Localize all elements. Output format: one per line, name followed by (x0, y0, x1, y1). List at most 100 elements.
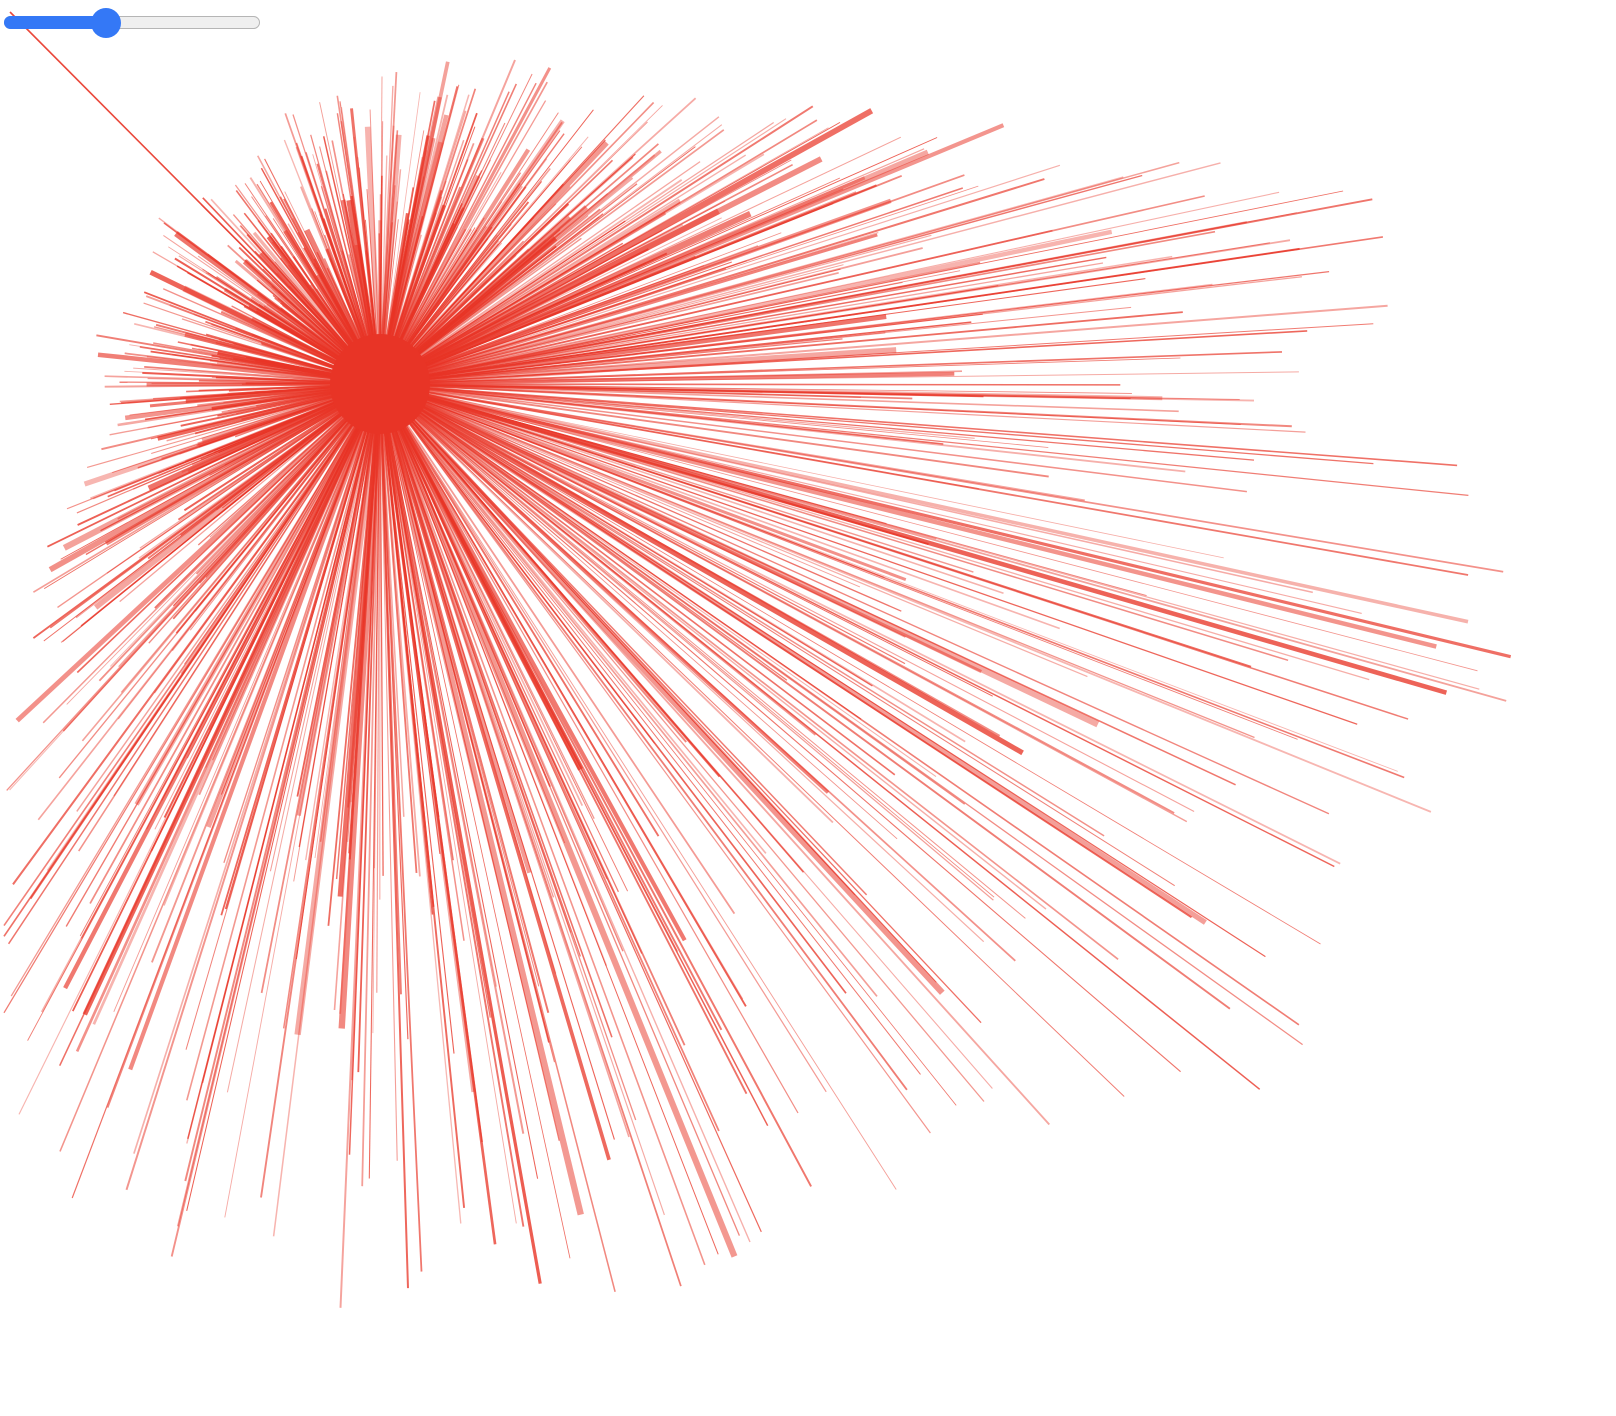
ray-line (379, 383, 957, 1106)
ray-line (379, 136, 902, 385)
slider-fill (4, 16, 106, 29)
ray-line (379, 383, 1247, 493)
ray-line (378, 382, 830, 794)
ray-line (125, 383, 381, 1191)
ray-line (379, 383, 1236, 786)
ray-line (379, 304, 1388, 385)
ray-line (119, 383, 381, 603)
ray-line (379, 383, 1026, 919)
ray-line (379, 383, 1175, 814)
ray-line (379, 185, 979, 385)
ray-line (379, 101, 655, 385)
ray-line (379, 123, 1005, 386)
ray-line (224, 383, 381, 1218)
ray-line (296, 383, 381, 797)
ray-line (58, 383, 381, 1067)
ray-line (379, 383, 1335, 868)
ray-line (379, 121, 775, 385)
ray-line (379, 383, 1292, 428)
ray-line (379, 176, 866, 386)
ray-line (379, 383, 682, 1287)
ray-line (117, 383, 381, 720)
ray-line (379, 383, 665, 1216)
ray-line (60, 383, 381, 560)
ray-group (3, 11, 1512, 1308)
ray-line (379, 129, 725, 385)
ray-line (361, 383, 381, 1187)
ray-line (133, 383, 381, 1154)
ray-line (379, 383, 384, 876)
ray-line (377, 381, 945, 995)
ray-line (378, 381, 1207, 925)
ray-line (3, 383, 381, 927)
ray-line (92, 383, 381, 500)
ray-line (379, 330, 1308, 385)
ray-line (113, 383, 381, 797)
range-slider[interactable] (4, 8, 260, 38)
ray-line (7, 383, 381, 945)
ray-line (379, 383, 402, 995)
ray-line (171, 383, 381, 652)
ray-line (379, 383, 1121, 386)
ray-line (379, 383, 979, 490)
ray-line (60, 383, 381, 643)
ray-line (379, 247, 923, 385)
ray-line (379, 83, 518, 385)
slider-thumb[interactable] (91, 8, 121, 38)
ray-line (379, 383, 878, 997)
ray-line (379, 383, 747, 1007)
ray-line (186, 383, 381, 1101)
ray-line (379, 383, 1004, 594)
ray-line (379, 383, 1175, 887)
ray-line (379, 383, 423, 1272)
ray-line (379, 383, 613, 1038)
ray-line (150, 383, 381, 852)
ray-line (379, 382, 982, 674)
ray-line (379, 203, 834, 385)
ray-line (376, 383, 584, 1216)
ray-line (86, 383, 381, 468)
ray-line (379, 383, 873, 687)
ray-line (379, 229, 1113, 387)
ray-line (379, 130, 561, 385)
ray-line (379, 383, 1132, 394)
ray-line (379, 383, 1181, 1073)
ray-line (379, 383, 1432, 813)
ray-line (379, 383, 767, 854)
ray-line (379, 383, 525, 1134)
ray-line (379, 383, 995, 898)
ray-line (379, 383, 608, 967)
ray-line (379, 383, 748, 1095)
ray-line (104, 382, 382, 546)
ray-line (379, 383, 736, 915)
ray-line (379, 383, 405, 817)
ray-line (202, 383, 381, 1084)
ray-line (379, 383, 1458, 467)
ray-line (175, 383, 381, 634)
ray-line (351, 383, 381, 1081)
ray-line (378, 383, 687, 942)
ray-line (379, 383, 994, 901)
ray-line (378, 381, 1024, 756)
ray-line (379, 109, 594, 385)
ray-line (379, 383, 908, 1091)
ray-line (379, 383, 1049, 478)
ray-line (379, 383, 1049, 448)
ray-line (379, 156, 634, 385)
ray-line (379, 347, 897, 387)
ray-line (379, 383, 555, 898)
ray-line (128, 383, 382, 1071)
ray-line (379, 264, 844, 385)
ray-line (294, 383, 384, 1036)
ray-line (295, 383, 381, 960)
ray-line (379, 118, 787, 385)
ray-line (379, 383, 834, 824)
ray-line (226, 383, 381, 1093)
ray-line (379, 198, 892, 387)
ray-line (379, 383, 1193, 919)
ray-line (379, 383, 1374, 465)
ray-line (379, 383, 1300, 1026)
ray-line (379, 383, 1088, 678)
